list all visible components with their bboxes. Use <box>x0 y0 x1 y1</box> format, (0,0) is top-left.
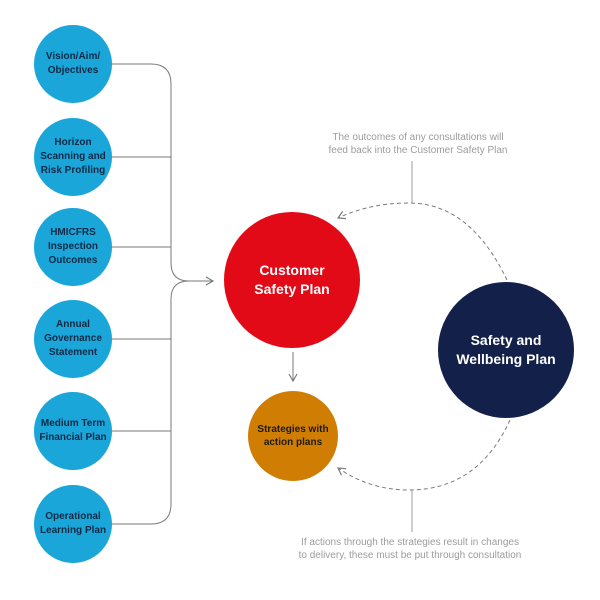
customer-safety-plan-label: Customer Safety Plan <box>254 262 330 297</box>
note-line: The outcomes of any consultations will <box>332 132 504 143</box>
note-consultation-feedback: The outcomes of any consultations will f… <box>300 131 536 157</box>
safety-wellbeing-plan-label: Safety and Wellbeing Plan <box>456 332 556 367</box>
safety-wellbeing-plan-circle: Safety and Wellbeing Plan <box>438 282 574 418</box>
customer-safety-plan-circle: Customer Safety Plan <box>224 212 360 348</box>
input-label-line: Statement <box>48 347 98 358</box>
input-label-line: Horizon <box>54 137 92 148</box>
input-vision-aim-objectives: Vision/Aim/ Objectives <box>34 25 112 103</box>
input-label-line: Vision/Aim/ <box>45 51 101 62</box>
input-horizon-scanning: Horizon Scanning and Risk Profiling <box>34 118 112 196</box>
dashed-arc-bottom <box>337 419 511 491</box>
input-annual-governance: Annual Governance Statement <box>34 300 112 378</box>
dashed-arc-top <box>336 202 508 281</box>
input-label-line: Governance <box>44 333 102 344</box>
note-line: If actions through the strategies result… <box>301 537 519 548</box>
note-line: to delivery, these must be put through c… <box>298 550 522 561</box>
strategies-label: Strategies with action plans <box>257 424 329 448</box>
input-label-line: Scanning and <box>40 151 106 162</box>
input-label-line: Risk Profiling <box>40 165 106 176</box>
input-connectors <box>112 63 171 525</box>
input-label-line: Inspection <box>47 241 98 252</box>
input-operational-learning: Operational Learning Plan <box>34 485 112 563</box>
input-label-line: HMICFRS <box>50 227 96 238</box>
note-changes-consultation: If actions through the strategies result… <box>280 536 540 562</box>
bracket <box>150 63 190 525</box>
note-line: feed back into the Customer Safety Plan <box>328 145 508 156</box>
input-label-line: Medium Term <box>40 418 106 429</box>
input-label-line: Annual <box>56 319 90 330</box>
input-medium-term-financial: Medium Term Financial Plan <box>34 392 112 470</box>
input-label-line: Objectives <box>47 65 99 76</box>
input-label-line: Operational <box>45 511 101 522</box>
input-label-line: Outcomes <box>48 255 98 266</box>
input-hmicfrs-inspection: HMICFRS Inspection Outcomes <box>34 208 112 286</box>
input-label-line: Financial Plan <box>39 432 107 443</box>
input-label-line: Learning Plan <box>39 525 107 536</box>
strategies-circle: Strategies with action plans <box>248 391 338 481</box>
